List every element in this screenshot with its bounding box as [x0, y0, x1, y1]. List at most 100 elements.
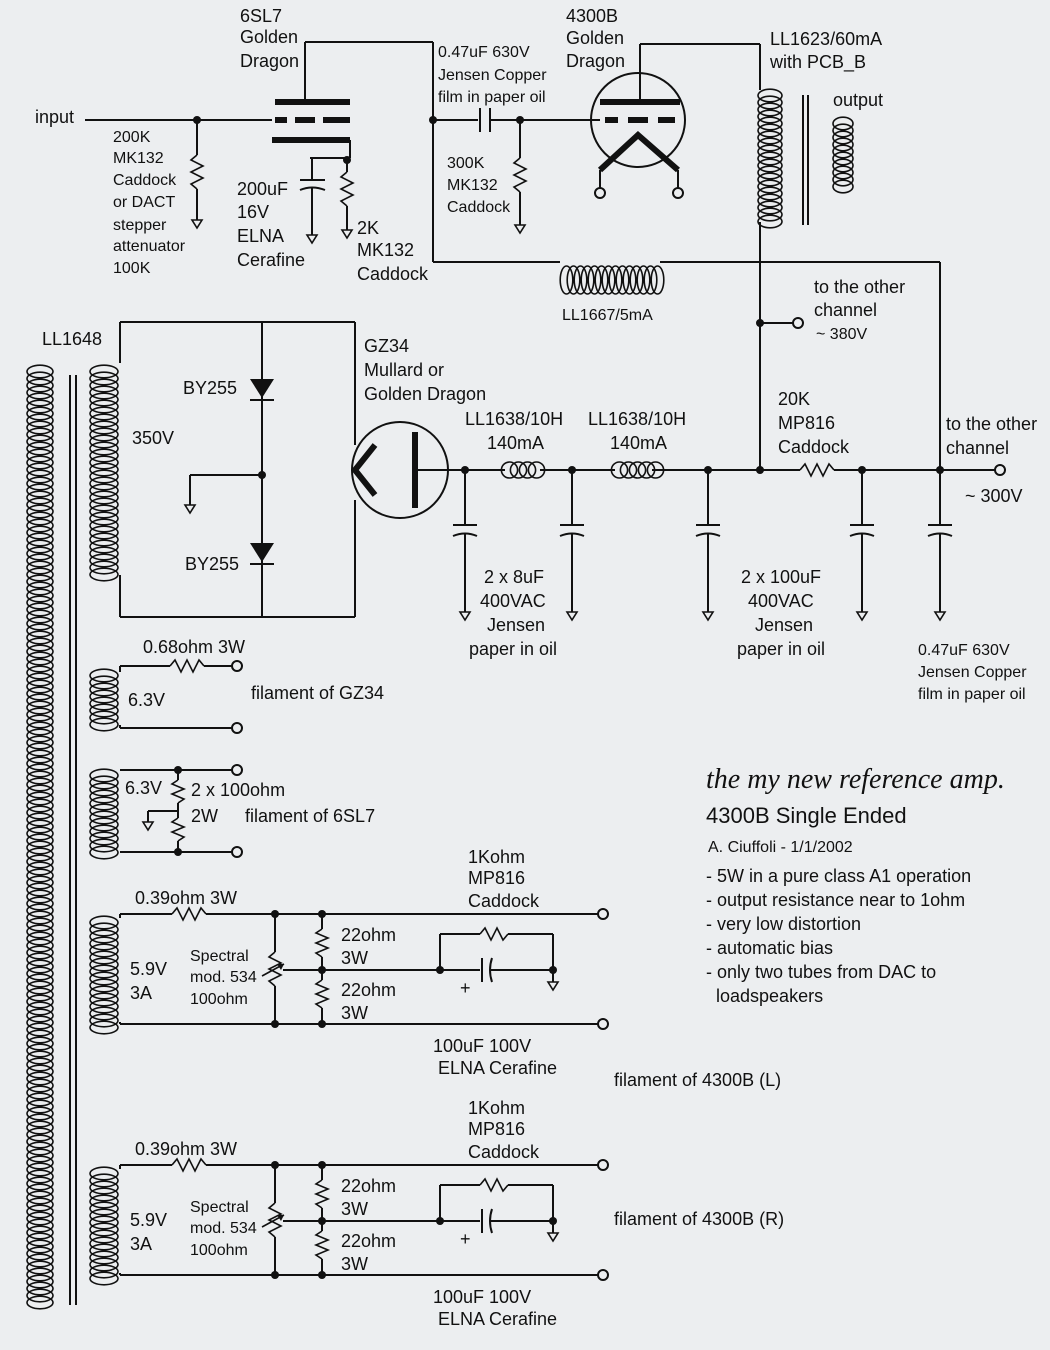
svg-text:100uF 100V: 100uF 100V: [433, 1036, 531, 1056]
svg-text:Caddock: Caddock: [468, 891, 540, 911]
svg-text:with PCB_B: with PCB_B: [769, 52, 866, 73]
svg-text:filament of 4300B (L): filament of 4300B (L): [614, 1070, 781, 1090]
tube-4300b-label: 4300B Golden Dragon: [566, 6, 625, 71]
output-label: output: [833, 90, 883, 110]
svg-text:MK132: MK132: [113, 150, 164, 167]
svg-text:channel: channel: [814, 300, 877, 320]
svg-text:MP816: MP816: [468, 868, 525, 888]
svg-text:Jensen Copper: Jensen Copper: [438, 67, 547, 84]
svg-text:Caddock: Caddock: [468, 1142, 540, 1162]
feature-item: - very low distortion: [706, 914, 861, 934]
svg-text:400VAC: 400VAC: [748, 591, 814, 611]
svg-text:3W: 3W: [341, 1003, 368, 1023]
svg-text:5.9V: 5.9V: [130, 1210, 167, 1230]
svg-text:1Kohm: 1Kohm: [468, 847, 525, 867]
svg-text:6SL7: 6SL7: [240, 6, 282, 26]
gz34-fil-volt-label: 6.3V: [128, 690, 165, 710]
svg-text:ELNA: ELNA: [237, 226, 284, 246]
svg-text:+: +: [460, 1229, 471, 1249]
tube-6sl7: [272, 41, 433, 164]
svg-text:3A: 3A: [130, 1234, 152, 1254]
svg-text:Golden: Golden: [566, 28, 624, 48]
svg-text:Golden Dragon: Golden Dragon: [364, 384, 486, 404]
svg-text:300K: 300K: [447, 155, 485, 172]
svg-text:~ 380V: ~ 380V: [816, 326, 867, 343]
svg-text:Mullard or: Mullard or: [364, 360, 444, 380]
gz34-filament: [89, 658, 243, 734]
rectifier-label: GZ34 Mullard or Golden Dragon: [364, 336, 486, 404]
svg-text:2 x 8uF: 2 x 8uF: [484, 567, 544, 587]
svg-text:0.47uF 630V: 0.47uF 630V: [918, 642, 1010, 659]
feature-item: - 5W in a pure class A1 operation: [706, 866, 971, 886]
svg-text:0.39ohm 3W: 0.39ohm 3W: [135, 888, 237, 908]
schematic-subtitle: 4300B Single Ended: [706, 803, 907, 828]
output-transformer: [757, 44, 854, 470]
schematic-title: the my new reference amp.: [706, 764, 1005, 795]
svg-text:140mA: 140mA: [487, 433, 544, 453]
svg-text:Spectral: Spectral: [190, 1199, 249, 1216]
svg-text:22ohm: 22ohm: [341, 925, 396, 945]
svg-text:100K: 100K: [113, 260, 151, 277]
cathode-res-label: 2K MK132 Caddock: [357, 218, 429, 284]
svg-text:0.39ohm 3W: 0.39ohm 3W: [135, 1139, 237, 1159]
svg-text:Cerafine: Cerafine: [237, 250, 305, 270]
svg-text:film in paper oil: film in paper oil: [918, 686, 1026, 703]
svg-text:4300B: 4300B: [566, 6, 618, 26]
svg-text:LL1638/10H: LL1638/10H: [588, 409, 686, 429]
cathode-cap-label: 200uF 16V ELNA Cerafine: [237, 179, 305, 270]
b-plus-300-label: ~ 300V: [965, 486, 1023, 506]
4300b-filament-right: [89, 1157, 609, 1286]
svg-text:16V: 16V: [237, 202, 269, 222]
bypass-cap-label: 0.47uF 630V Jensen Copper film in paper …: [918, 642, 1027, 703]
svg-text:LL1623/60mA: LL1623/60mA: [770, 29, 882, 49]
tube-4300b: [590, 43, 760, 199]
input-label: input: [35, 107, 74, 127]
svg-text:3W: 3W: [341, 1254, 368, 1274]
fil-right-labels: 1Kohm MP816 Caddock 0.39ohm 3W 5.9V 3A S…: [130, 1098, 784, 1329]
svg-text:paper in oil: paper in oil: [737, 639, 825, 659]
feature-item: loadspeakers: [706, 986, 823, 1006]
svg-text:100uF 100V: 100uF 100V: [433, 1287, 531, 1307]
svg-text:ELNA Cerafine: ELNA Cerafine: [438, 1309, 557, 1329]
secondary-hv-label: 350V: [132, 428, 174, 448]
power-tx-label: LL1648: [42, 329, 102, 349]
rectifier-gz34: [351, 421, 465, 519]
choke-ll1667: [433, 261, 941, 470]
svg-text:Spectral: Spectral: [190, 948, 249, 965]
svg-text:film in paper oil: film in paper oil: [438, 89, 546, 106]
svg-text:channel: channel: [946, 438, 1009, 458]
svg-text:mod. 534: mod. 534: [190, 1220, 257, 1237]
choke-ll1667-label: LL1667/5mA: [562, 307, 653, 324]
coupling-cap-label: 0.47uF 630V Jensen Copper film in paper …: [438, 44, 547, 106]
diode-bottom-label: BY255: [185, 554, 239, 574]
svg-text:or DACT: or DACT: [113, 194, 175, 211]
svg-text:22ohm: 22ohm: [341, 1176, 396, 1196]
6sl7-filament: [89, 764, 243, 860]
svg-text:+: +: [460, 978, 471, 998]
schematic-author: A. Ciuffoli - 1/1/2002: [708, 839, 853, 856]
svg-text:400VAC: 400VAC: [480, 591, 546, 611]
grid-res-label: 300K MK132 Caddock: [447, 155, 511, 216]
svg-text:Dragon: Dragon: [566, 51, 625, 71]
choke2-label: LL1638/10H 140mA: [588, 409, 686, 453]
svg-text:100ohm: 100ohm: [190, 991, 248, 1008]
sl7-fil-label: filament of 6SL7: [245, 806, 375, 826]
svg-text:stepper: stepper: [113, 217, 167, 234]
svg-text:200uF: 200uF: [237, 179, 288, 199]
svg-text:LL1638/10H: LL1638/10H: [465, 409, 563, 429]
filter-caps-1-label: 2 x 8uF 400VAC Jensen paper in oil: [469, 567, 557, 659]
svg-text:Caddock: Caddock: [113, 172, 177, 189]
svg-text:3W: 3W: [341, 1199, 368, 1219]
output-tx-label: LL1623/60mA with PCB_B: [769, 29, 882, 73]
tube-6sl7-label: 6SL7 Golden Dragon: [240, 6, 299, 71]
svg-text:ELNA Cerafine: ELNA Cerafine: [438, 1058, 557, 1078]
svg-text:2K: 2K: [357, 218, 379, 238]
svg-text:to the other: to the other: [814, 277, 905, 297]
svg-text:2 x 100uF: 2 x 100uF: [741, 567, 821, 587]
svg-text:Caddock: Caddock: [447, 199, 511, 216]
filter-caps-2-label: 2 x 100uF 400VAC Jensen paper in oil: [737, 567, 825, 659]
sl7-fil-volt-label: 6.3V: [125, 778, 162, 798]
4300b-filament-left: [89, 906, 609, 1035]
svg-text:to the other: to the other: [946, 414, 1037, 434]
